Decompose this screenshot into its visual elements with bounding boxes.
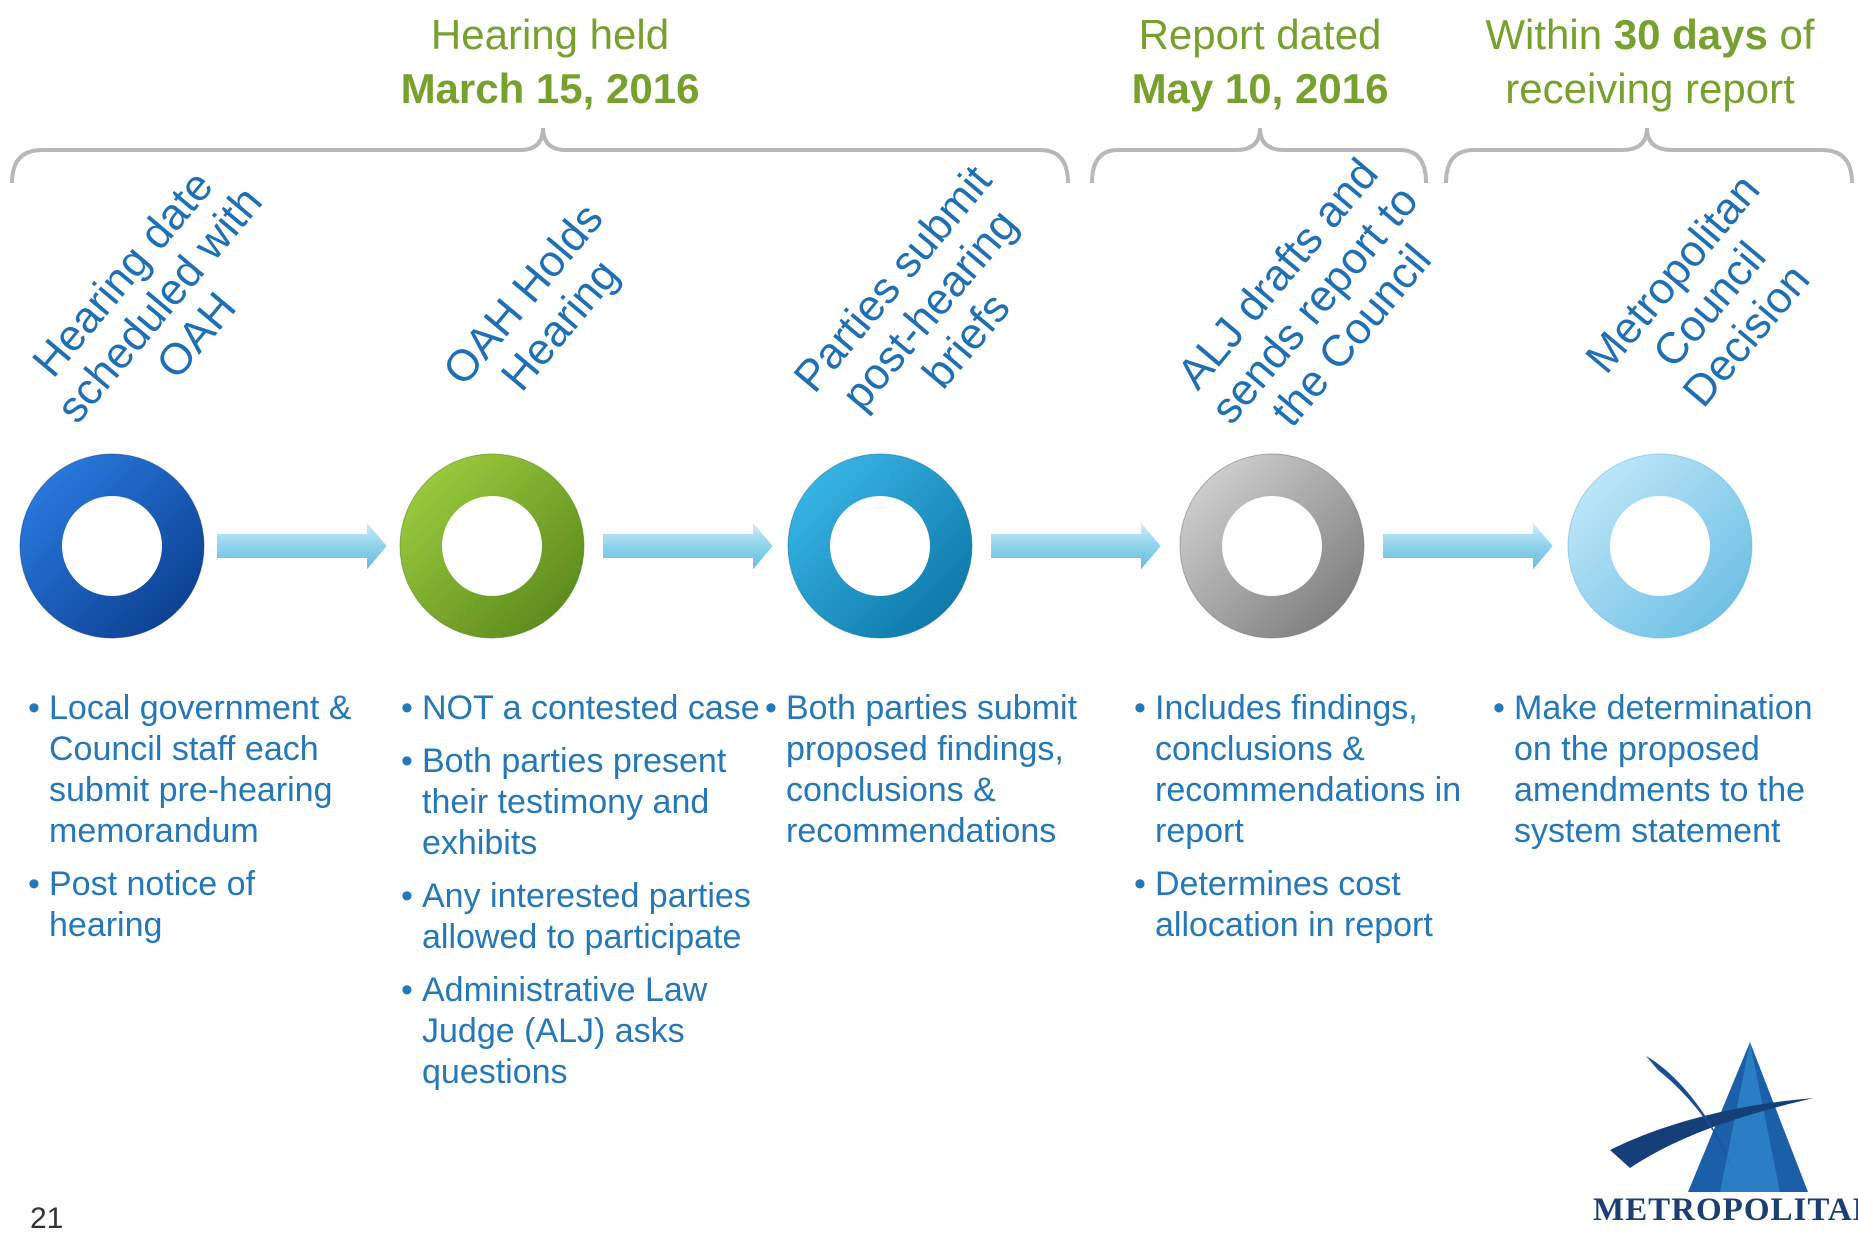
header-30-days: 30 days [1613, 11, 1768, 58]
step-3-details: Both parties submit proposed findings, c… [765, 688, 1100, 864]
arrow-3-to-4 [989, 517, 1164, 575]
process-flow [19, 453, 1753, 639]
header-report-date: May 10, 2016 [1131, 65, 1389, 112]
header-hearing-held: Hearing held March 15, 2016 [340, 8, 760, 116]
page-number: 21 [30, 1202, 64, 1235]
step-2-details: NOT a contested case Both parties presen… [401, 688, 761, 1105]
bullet-item: Both parties present their testimony and… [401, 741, 761, 864]
header-hearing-date: March 15, 2016 [400, 65, 700, 112]
bullet-item: Determines cost allocation in report [1134, 864, 1474, 946]
step-circle-3 [787, 453, 973, 639]
timeline-brackets [10, 127, 1854, 184]
bullet-item: Both parties submit proposed findings, c… [765, 688, 1100, 852]
step-circle-2 [399, 453, 585, 639]
bullet-item: Local government & Council staff each su… [28, 688, 368, 852]
arrow-1-to-2 [215, 517, 390, 575]
header-hearing-held-line1: Hearing held [430, 11, 670, 58]
step-circle-1 [19, 453, 205, 639]
header-report-dated: Report dated May 10, 2016 [1095, 8, 1425, 116]
step-circle-4 [1179, 453, 1365, 639]
bullet-item: Any interested parties allowed to partic… [401, 876, 761, 958]
step-circle-5 [1567, 453, 1753, 639]
bullet-item: Post notice of hearing [28, 864, 368, 946]
bracket-report-dated [1090, 127, 1428, 184]
step-1-details: Local government & Council staff each su… [28, 688, 368, 958]
step-5-details: Make determination on the proposed amend… [1493, 688, 1833, 864]
bullet-list: Make determination on the proposed amend… [1493, 688, 1833, 852]
header-report-dated-line1: Report dated [1138, 11, 1382, 58]
bullet-item: Includes findings, conclusions & recomme… [1134, 688, 1474, 852]
bullet-list: NOT a contested case Both parties presen… [401, 688, 761, 1093]
arrow-4-to-5 [1381, 517, 1556, 575]
bullet-item: Make determination on the proposed amend… [1493, 688, 1833, 852]
header-receiving-report: receiving report [1505, 65, 1795, 112]
arrow-2-to-3 [601, 517, 776, 575]
logo-text: METROPOLITAN [1593, 1192, 1858, 1228]
bullet-list: Includes findings, conclusions & recomme… [1134, 688, 1474, 946]
step-4-details: Includes findings, conclusions & recomme… [1134, 688, 1474, 958]
bullet-item: NOT a contested case [401, 688, 761, 729]
bullet-list: Local government & Council staff each su… [28, 688, 368, 946]
bullet-list: Both parties submit proposed findings, c… [765, 688, 1100, 852]
header-within-suffix: of [1767, 11, 1815, 58]
bracket-hearing-held [10, 127, 1070, 184]
header-within-30-days: Within 30 days of receiving report [1440, 8, 1858, 116]
bullet-item: Administrative Law Judge (ALJ) asks ques… [401, 970, 761, 1093]
header-within-prefix: Within [1485, 11, 1614, 58]
metropolitan-council-logo [1610, 1042, 1814, 1192]
bracket-within-30-days [1444, 127, 1854, 184]
